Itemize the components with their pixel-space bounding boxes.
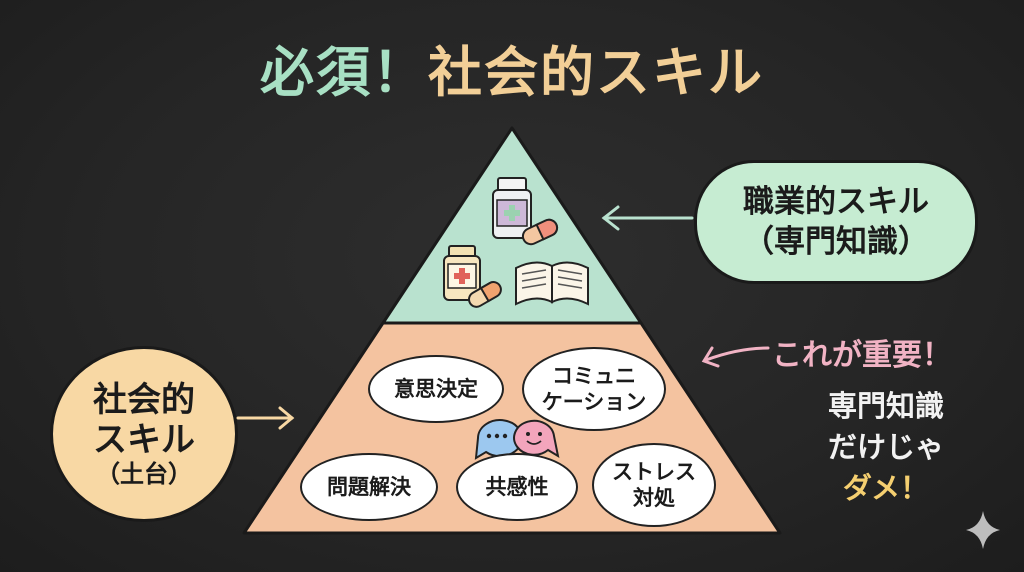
callout-social-line1: 社会的	[93, 379, 195, 420]
skill-stress-line1: ストレス	[612, 459, 696, 484]
skill-communication-line1: コミュニ	[552, 363, 636, 388]
capsule-icon	[468, 281, 502, 308]
skill-stress-line2: 対処	[633, 486, 675, 510]
callout-social-line3: （土台）	[96, 459, 192, 488]
callout-social-skills: 社会的 スキル （土台）	[50, 346, 238, 522]
side-note: 専門知識 だけじゃ ダメ！	[806, 386, 966, 510]
skill-problem-solving-label: 問題解決	[327, 474, 411, 499]
side-note-line1: 専門知識	[827, 389, 944, 423]
skill-empathy-label: 共感性	[485, 474, 549, 499]
medicine-bottle-icon	[443, 245, 481, 301]
skill-communication-line2: ケーション	[541, 390, 647, 414]
important-note: これが重要！	[772, 338, 952, 373]
page-title: 必須！社会的スキル	[0, 28, 1024, 107]
capsule-icon	[521, 218, 559, 246]
callout-professional-line2: （専門知識）	[743, 224, 929, 260]
skill-decision-label: 意思決定	[394, 376, 478, 401]
arrow-to-base-tier	[236, 406, 295, 430]
arrow-important	[701, 346, 770, 368]
callout-professional-skills: 職業的スキル （専門知識）	[694, 160, 978, 284]
open-book-icon	[515, 261, 589, 306]
medicine-bottle-icon	[492, 177, 532, 239]
title-part1: 必須！	[260, 41, 428, 104]
skill-stress-coping: ストレス 対処	[592, 443, 716, 527]
skill-empathy: 共感性	[456, 453, 578, 521]
speech-bubbles-icon	[474, 419, 560, 460]
callout-professional-line1: 職業的スキル	[743, 183, 929, 220]
arrow-to-top-tier	[601, 205, 694, 231]
skill-decision-making: 意思決定	[368, 355, 504, 423]
skill-communication: コミュニ ケーション	[522, 347, 666, 431]
sparkle-icon	[966, 511, 1000, 549]
callout-social-line2: スキル	[93, 419, 195, 460]
skill-problem-solving: 問題解決	[300, 453, 438, 521]
title-part2: 社会的スキル	[428, 41, 764, 104]
side-note-line3: ダメ！	[842, 471, 930, 506]
side-note-line2: だけじゃ	[827, 430, 944, 465]
